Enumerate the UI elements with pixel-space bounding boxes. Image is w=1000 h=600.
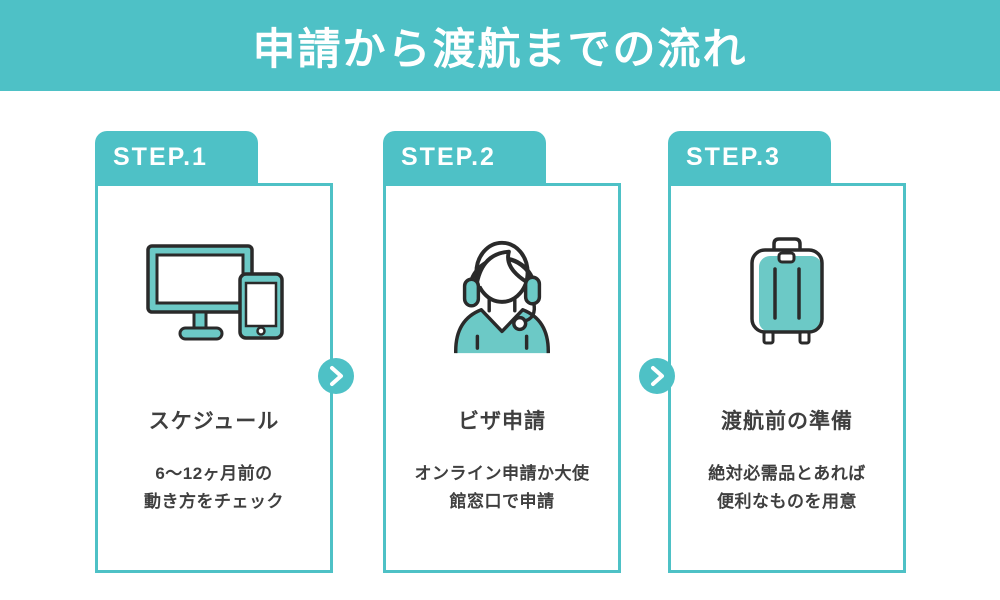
step-1-title: スケジュール <box>148 410 280 433</box>
step-3-tab: STEP.3 <box>668 131 831 183</box>
desktop-and-tablet-icon <box>146 243 284 340</box>
step-1-card-body: スケジュール 6〜12ヶ月前の 動き方をチェック <box>95 183 333 573</box>
step-3-description-line2: 便利なものを用意 <box>717 492 857 511</box>
step-2-icon-wrap <box>386 228 618 360</box>
header-banner: 申請から渡航までの流れ <box>0 0 1000 91</box>
step-2-description: オンライン申請か大使 館窓口で申請 <box>386 460 618 516</box>
step-3-description: 絶対必需品とあれば 便利なものを用意 <box>671 460 903 516</box>
page-title: 申請から渡航までの流れ <box>252 25 748 74</box>
chevron-right-icon <box>318 358 354 394</box>
arrow-step1-to-step2 <box>318 358 354 394</box>
suitcase-icon <box>750 236 824 344</box>
step-2-tab: STEP.2 <box>383 131 546 183</box>
step-1-description-line1: 6〜12ヶ月前の <box>155 464 273 483</box>
step-card-1: STEP.1 スケジュール 6〜12ヶ月前の 動き方をチェック <box>95 131 333 573</box>
step-2-description-line1: オンライン申請か大使 <box>414 464 590 483</box>
step-1-tab: STEP.1 <box>95 131 258 183</box>
step-3-description-line1: 絶対必需品とあれば <box>708 464 866 483</box>
step-3-icon-wrap <box>671 228 903 360</box>
step-3-title: 渡航前の準備 <box>721 410 853 433</box>
step-card-3: STEP.3 <box>668 131 906 573</box>
step-1-icon-wrap <box>98 228 330 360</box>
support-operator-icon <box>454 240 551 354</box>
step-2-description-line2: 館窓口で申請 <box>449 492 555 511</box>
chevron-right-icon <box>639 358 675 394</box>
step-1-description-line2: 動き方をチェック <box>144 492 284 511</box>
step-3-card-body: 渡航前の準備 絶対必需品とあれば 便利なものを用意 <box>668 183 906 573</box>
step-1-description: 6〜12ヶ月前の 動き方をチェック <box>98 460 330 516</box>
step-2-title: ビザ申請 <box>458 410 546 433</box>
step-2-card-body: ビザ申請 オンライン申請か大使 館窓口で申請 <box>383 183 621 573</box>
step-card-2: STEP.2 <box>383 131 621 573</box>
arrow-step2-to-step3 <box>639 358 675 394</box>
